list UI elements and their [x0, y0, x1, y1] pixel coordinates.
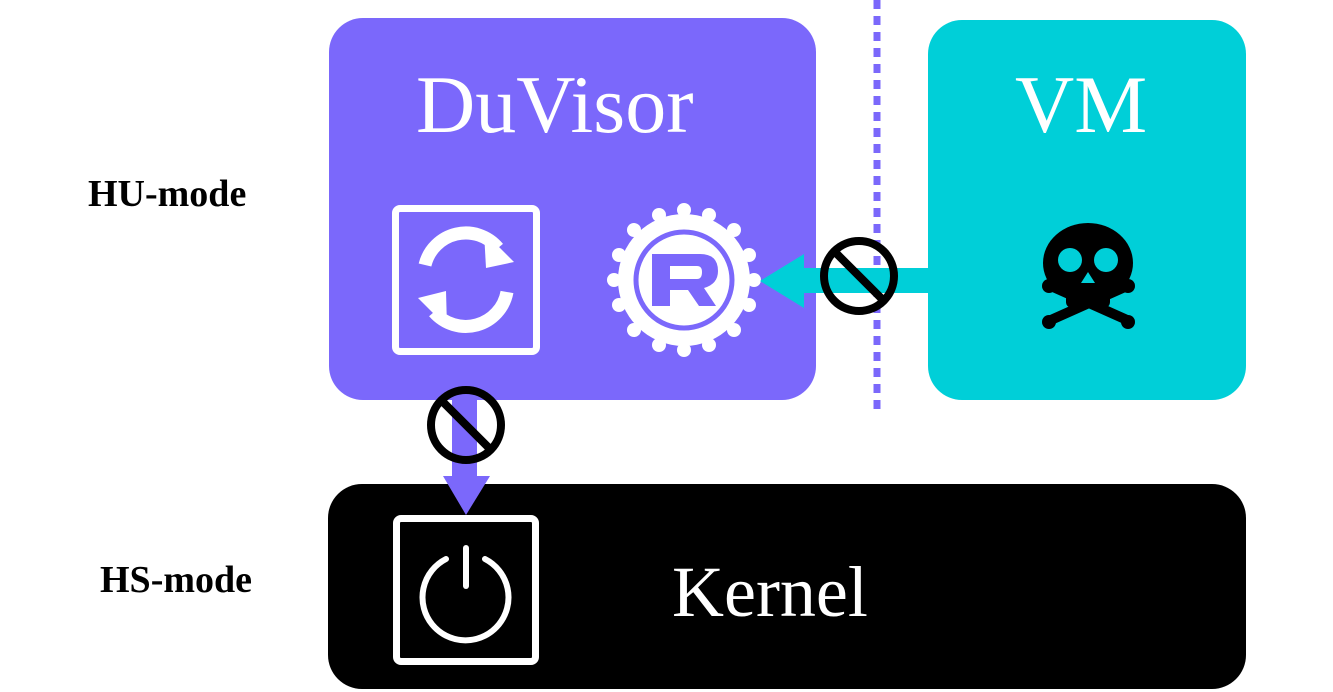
- prohibited-icon: [427, 386, 505, 464]
- duvisor-title: DuVisor: [416, 59, 694, 150]
- sync-icon-frame: [392, 205, 540, 355]
- sync-arrowhead-bottom: [418, 291, 447, 327]
- rust-logo-icon: [607, 203, 761, 357]
- vm-box: [928, 20, 1246, 400]
- hu-mode-label: HU-mode: [88, 173, 247, 215]
- power-icon-frame: [393, 515, 539, 665]
- skull-eyes: [1058, 248, 1118, 283]
- kernel-title: Kernel: [672, 552, 868, 632]
- skull-crossbones-icon: [1042, 223, 1135, 329]
- hs-mode-label: HS-mode: [100, 559, 252, 601]
- duvisor-to-kernel-arrowhead: [443, 476, 490, 515]
- vm-title: VM: [1015, 59, 1148, 150]
- sync-arrowhead-top: [484, 232, 514, 268]
- prohibited-icon: [820, 237, 898, 315]
- vm-to-duvisor-arrowhead: [760, 254, 804, 308]
- power-icon: [419, 545, 512, 644]
